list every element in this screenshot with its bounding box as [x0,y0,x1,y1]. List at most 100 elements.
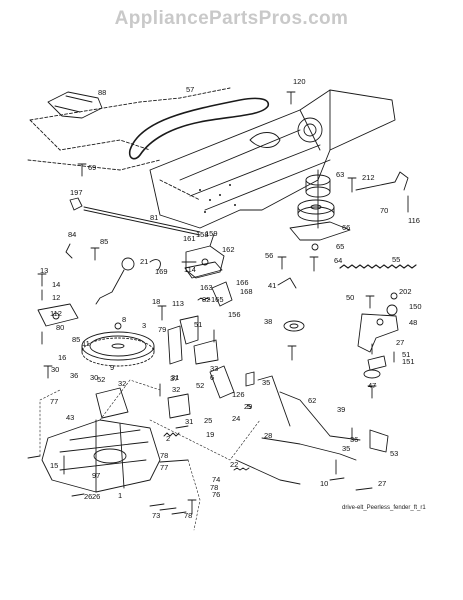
callout-25: 25 [204,416,212,425]
callout-26: 26 [92,492,100,501]
bolt-10 [329,477,345,481]
transaxle-hub [93,448,127,464]
callout-162: 162 [222,245,235,254]
rod-81 [83,206,201,236]
axle-left [27,455,41,459]
callout-161: 161 [183,234,196,243]
plate-114 [184,261,223,279]
callout-43: 43 [66,413,74,422]
callout-30: 30 [51,365,59,374]
bracket-5 [193,339,219,365]
callout-79: 79 [158,325,166,334]
callout-150: 150 [409,302,422,311]
washer-8 [114,322,122,330]
callout-16: 16 [58,353,66,362]
callout-53: 53 [390,449,398,458]
callout-77: 77 [50,397,58,406]
bracket-30 [167,393,191,419]
callout-73: 73 [152,511,160,520]
bracket-31 [167,325,183,365]
pivot-bushing [201,258,209,266]
knob-197 [69,197,83,211]
bracket-170 [95,387,129,419]
callout-78: 78 [184,511,192,520]
link-84 [65,243,73,259]
callout-81: 81 [150,213,158,222]
fender-cover [47,91,103,119]
lever-arm [181,233,215,263]
spring-212 [347,177,357,193]
callout-97: 97 [92,471,100,480]
bolt-69 [77,163,87,177]
leader-lines-dashed [39,379,261,531]
callout-6: 6 [210,373,214,382]
callout-36: 36 [350,435,358,444]
callout-113: 113 [172,299,184,308]
callout-56: 56 [265,251,273,260]
callout-77: 77 [160,463,168,472]
callout-27: 27 [396,338,404,347]
bolt-52 [175,425,189,429]
bolt-39 [287,345,297,361]
callout-57: 57 [186,85,194,94]
callout-28: 28 [264,431,272,440]
callout-85: 85 [72,335,80,344]
callout-82: 82 [202,295,210,304]
bolt-64 [309,256,319,272]
rod-28 [261,437,357,461]
callout-151: 151 [402,357,415,366]
callout-52: 52 [196,381,204,390]
knob-21 [121,257,135,271]
callout-66: 66 [342,223,350,232]
washer-65 [311,243,319,251]
idler-arm-48 [357,313,399,353]
bolt-27-bottom [355,487,373,491]
callout-63: 63 [336,170,344,179]
frame-cutout [249,132,281,148]
callout-64: 64 [334,256,342,265]
callout-21: 21 [140,257,148,266]
callout-69: 69 [88,163,96,172]
callout-51: 51 [402,350,410,359]
callout-51: 51 [194,320,202,329]
rod-34 [257,375,291,427]
frame-rivets [199,184,236,213]
bolt-13 [37,273,47,287]
callout-13: 13 [40,266,48,275]
callout-159: 159 [205,229,218,238]
frame-hole [297,117,323,143]
callout-47: 47 [368,381,376,390]
washer-202 [390,292,398,300]
pulley-3-inner [89,335,147,357]
callout-31: 31 [185,417,193,426]
idler-bracket-66 [289,221,351,241]
bracket-53 [369,429,389,453]
plate-80 [37,303,79,327]
watermark-text: AppliancePartsPros.com [114,8,349,29]
callout-168: 168 [240,287,253,296]
pulley-3-hub [111,343,125,349]
callout-88: 88 [98,88,106,97]
callout-55: 55 [392,255,400,264]
spring-29 [233,467,250,471]
callout-15: 15 [50,461,58,470]
spring-25 [163,432,180,437]
callout-163: 163 [200,283,213,292]
spring-55 [339,264,417,269]
frame-outline-dashed [27,87,231,201]
callout-116: 116 [408,216,420,225]
callout-32: 32 [172,385,180,394]
diagram-footer-label: drive-elt_Peerless_fender_ft_r1 [342,505,426,511]
bolt-126 [367,385,377,399]
main-frame [149,89,396,229]
pulley-hub [310,204,322,210]
callout-22: 22 [230,460,238,469]
callout-156: 156 [228,310,241,319]
lever-21 [95,269,125,305]
bolt-56 [277,256,287,270]
bolt-26-left [71,493,85,497]
frame-hole-inner [303,123,317,137]
callout-80: 80 [56,323,64,332]
callout-10: 10 [320,479,328,488]
callout-3: 3 [142,321,146,330]
